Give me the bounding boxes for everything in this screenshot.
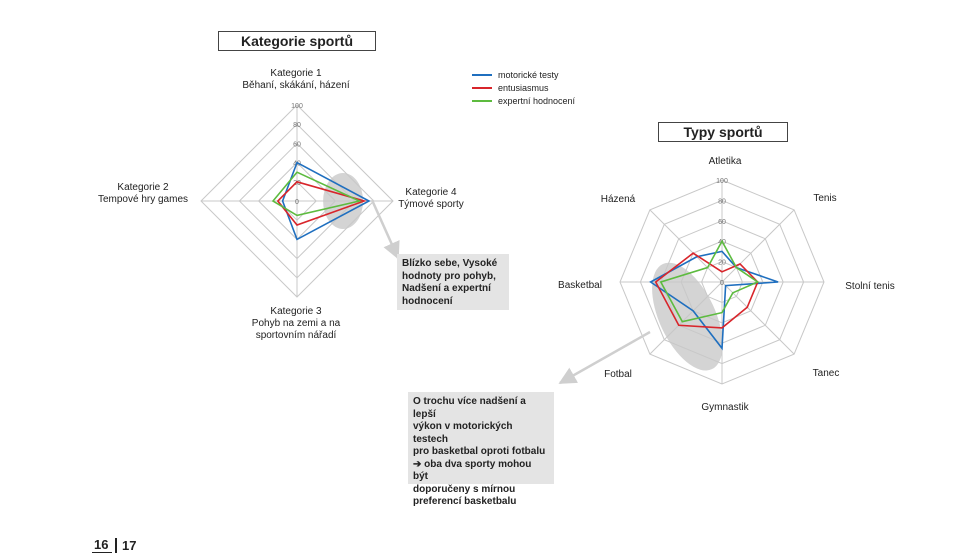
series-line — [654, 252, 759, 329]
tick-label: 20 — [718, 260, 726, 267]
legend-item: motorické testy — [472, 68, 575, 81]
tick-label: 100 — [716, 178, 728, 185]
chart1-axis-label: Kategorie 2 Tempové hry games — [97, 182, 189, 205]
note-arrow-2 — [558, 330, 651, 385]
note-box-1: Blízko sebe, Vysoké hodnoty pro pohyb, N… — [397, 254, 509, 310]
grid-spoke — [721, 281, 795, 355]
grid-spoke — [649, 281, 723, 355]
legend-item: entusiasmus — [472, 81, 575, 94]
tick-label: 60 — [293, 141, 301, 148]
note-arrow-1 — [370, 199, 400, 260]
tick-label: 80 — [293, 122, 301, 129]
chart2-axis-label: Atletika — [708, 156, 742, 167]
tick-label: 60 — [718, 219, 726, 226]
tick-label: 0 — [720, 280, 724, 287]
legend: motorické testy entusiasmus expertní hod… — [472, 68, 575, 107]
grid-spoke — [721, 209, 795, 283]
series-line — [659, 239, 760, 323]
legend-label: expertní hodnocení — [498, 95, 576, 106]
series-line — [276, 180, 367, 226]
tick-label: 100 — [291, 103, 303, 110]
chart1-axis-label: Kategorie 4 Týmové sporty — [398, 187, 464, 210]
page-divider — [115, 537, 117, 553]
grid-spoke — [649, 209, 723, 283]
chart1-title: Kategorie sportů — [218, 31, 376, 51]
legend-item: expertní hodnocení — [472, 94, 575, 107]
page-left: 16 — [92, 537, 113, 553]
note-box-2: O trochu více nadšení a lepší výkon v mo… — [408, 392, 554, 507]
tick-label: 0 — [295, 199, 299, 206]
tick-label: 80 — [718, 198, 726, 205]
series-line — [281, 161, 371, 241]
chart1-axis-label: Kategorie 3 Pohyb na zemi a na sportovní… — [251, 306, 341, 341]
chart2-axis-label: Gymnastik — [701, 402, 749, 413]
chart2-axis-label: Tenis — [813, 193, 837, 204]
chart2-axis-label: Tanec — [812, 368, 840, 379]
legend-label: entusiasmus — [498, 82, 549, 93]
page-right: 17 — [121, 537, 137, 553]
chart2-axis-label: Fotbal — [604, 369, 632, 380]
series-line — [271, 171, 362, 217]
chart1-axis-label: Kategorie 1 Běhaní, skákání, házení — [242, 68, 350, 91]
chart2-axis-label: Stolní tenis — [845, 281, 895, 292]
chart2-axis-label: Basketbal — [558, 280, 602, 291]
tick-label: 20 — [293, 180, 301, 187]
legend-label: motorické testy — [498, 69, 559, 80]
chart2-title: Typy sportů — [658, 122, 788, 142]
series-line — [649, 250, 779, 351]
chart2-axis-label: Házená — [600, 194, 636, 205]
page-number: 16 17 — [92, 536, 138, 554]
